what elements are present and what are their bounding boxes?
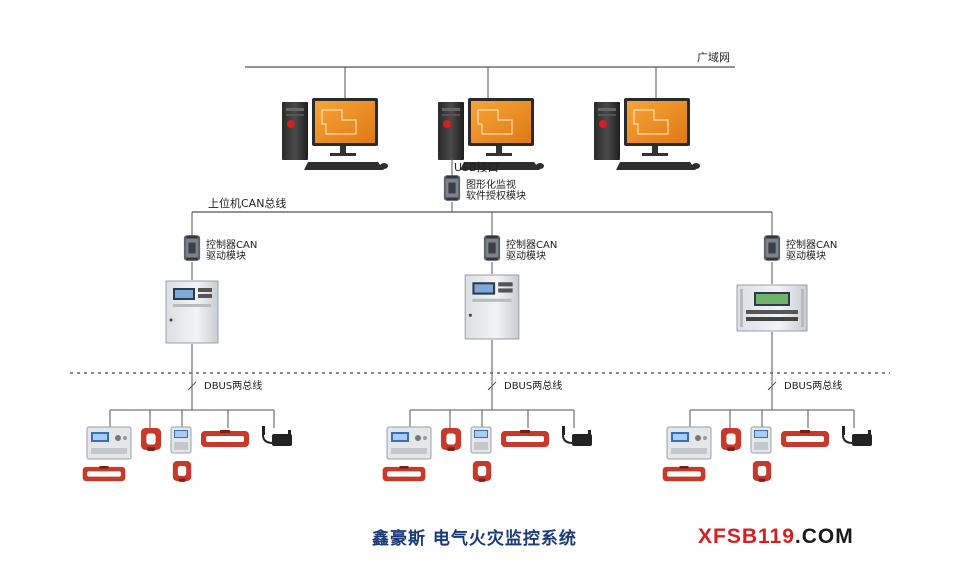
driver-module-left-label-1: 控制器CAN	[206, 240, 258, 251]
computer-center	[437, 97, 545, 171]
driver-module-center-label-1: 控制器CAN	[506, 240, 558, 251]
diagram-caption: 鑫豪斯 电气火灾监控系统	[372, 529, 577, 549]
computer-left	[281, 97, 389, 171]
controller-cabinet-left	[165, 280, 219, 344]
monitor-module-label-1: 图形化监视	[466, 180, 516, 191]
driver-module-center-label-2: 驱动模块	[506, 251, 546, 262]
watermark: XFSB119.COM	[698, 525, 854, 549]
watermark-red: XFSB119	[698, 525, 795, 548]
monitor-module-label-2: 软件授权模块	[466, 191, 526, 202]
dbus-label-right: DBUS两总线	[784, 381, 843, 392]
field-devices-right	[663, 410, 872, 482]
driver-module-right-icon	[763, 235, 781, 261]
usb-label: USB接口	[454, 161, 499, 174]
driver-module-left-label-2: 驱动模块	[206, 251, 246, 262]
driver-module-right-label-2: 驱动模块	[786, 251, 826, 262]
can-bus-label: 上位机CAN总线	[208, 197, 287, 210]
dbus-label-left: DBUS两总线	[204, 381, 263, 392]
field-devices-left	[83, 410, 292, 482]
controller-cabinet-center	[464, 274, 520, 340]
driver-module-left-icon	[183, 235, 201, 261]
driver-module-right-label-1: 控制器CAN	[786, 240, 838, 251]
controller-rack-right	[736, 284, 808, 332]
dbus-label-center: DBUS两总线	[504, 381, 563, 392]
monitor-module-icon	[443, 175, 461, 201]
watermark-dark: .COM	[794, 525, 854, 548]
driver-module-center-icon	[483, 235, 501, 261]
computer-right	[593, 97, 701, 171]
wan-label: 广域网	[697, 51, 730, 64]
field-devices-center	[383, 410, 592, 482]
